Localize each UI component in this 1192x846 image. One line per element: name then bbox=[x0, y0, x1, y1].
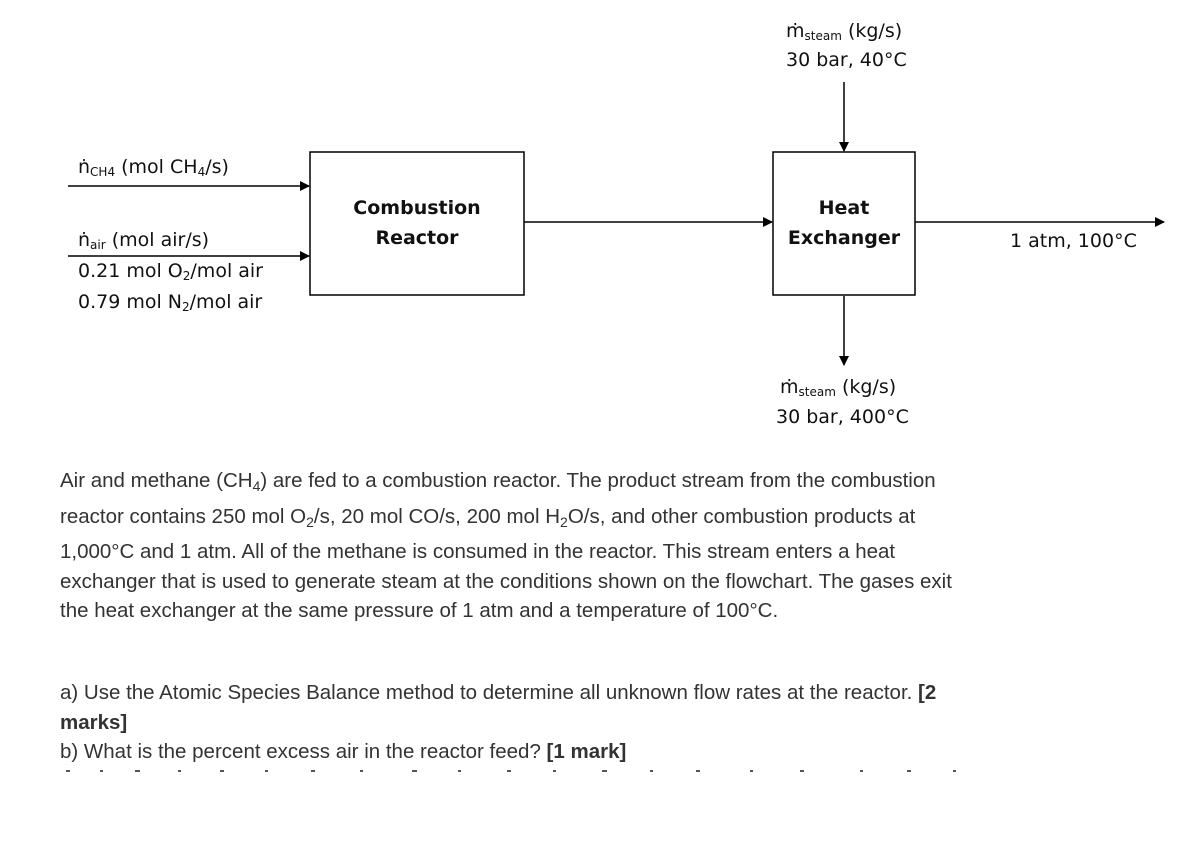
steam-in-conditions: 30 bar, 40°C bbox=[786, 49, 907, 71]
exchanger-label: Heat Exchanger bbox=[787, 197, 901, 249]
steam-out-conditions: 30 bar, 400°C bbox=[776, 406, 909, 428]
clipped-text-line bbox=[66, 770, 956, 772]
question-b: b) What is the percent excess air in the… bbox=[60, 740, 627, 763]
air-o2-fraction: 0.21 mol O2/mol air bbox=[78, 260, 263, 283]
problem-statement: Air and methane (CH4) are fed to a combu… bbox=[60, 469, 952, 622]
steam-out-label: ṁsteam (kg/s) bbox=[780, 376, 897, 399]
exit-conditions: 1 atm, 100°C bbox=[1010, 230, 1137, 252]
methane-feed-label: ṅCH4 (mol CH4/s) bbox=[78, 156, 229, 179]
reactor-label: Combustion Reactor bbox=[353, 197, 481, 249]
process-flowchart bbox=[68, 82, 1165, 366]
air-n2-fraction: 0.79 mol N2/mol air bbox=[78, 291, 263, 314]
air-feed-label: ṅair (mol air/s) bbox=[78, 229, 210, 252]
steam-in-label: ṁsteam (kg/s) bbox=[786, 20, 903, 43]
heat-exchanger-box bbox=[772, 151, 916, 296]
combustion-reactor-box bbox=[309, 151, 525, 296]
questions: a) Use the Atomic Species Balance method… bbox=[60, 678, 980, 767]
question-a: a) Use the Atomic Species Balance method… bbox=[60, 681, 937, 734]
